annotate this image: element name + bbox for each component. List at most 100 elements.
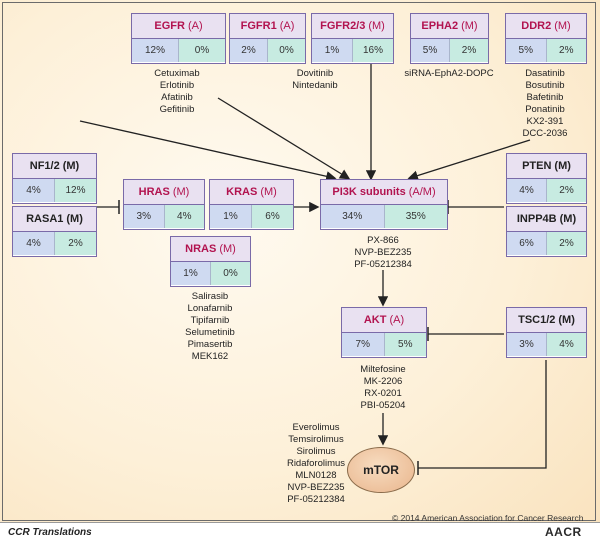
gene-type: (A)	[389, 314, 405, 326]
gene-value: 2%	[230, 39, 268, 62]
egfr-arrow	[79, 120, 337, 182]
gene-type: (A/M)	[408, 186, 436, 198]
gene-value: 3%	[124, 205, 165, 228]
gene-value: 3%	[507, 333, 547, 356]
gene-name: EPHA2	[421, 20, 459, 32]
gene-value: 1%	[312, 39, 353, 62]
drug-list-ras: Salirasib Lonafarnib Tipifarnib Selumeti…	[169, 291, 251, 363]
gene-value: 2%	[547, 232, 586, 255]
drug-name: Sirolimus	[296, 446, 336, 457]
gene-type: (M)	[219, 243, 236, 255]
gene-type: (M)	[368, 20, 385, 32]
gene-type: (M)	[172, 186, 190, 198]
drug-name: KX2-391	[526, 116, 564, 127]
footer-bar	[0, 522, 600, 543]
gene-type: (M)	[66, 213, 83, 225]
gene-name: AKT	[363, 314, 387, 326]
drug-name: PX-866	[367, 235, 399, 246]
gene-box-epha2: EPHA2(M) 5%2%	[410, 13, 489, 64]
drug-name: Pimasertib	[187, 339, 233, 350]
drug-name: Selumetinib	[185, 327, 235, 338]
gene-type: (A)	[279, 20, 295, 32]
gene-value: 1%	[171, 262, 211, 285]
gene-box-tsc12: TSC1/2(M) 3%4%	[506, 307, 587, 358]
drug-name: MLN0128	[295, 470, 337, 481]
gene-value: 12%	[55, 179, 96, 202]
drug-name: Dasatinib	[525, 68, 565, 79]
gene-value: 6%	[252, 205, 293, 228]
drug-name: Everolimus	[292, 422, 340, 433]
gene-name: TSC1/2	[518, 314, 556, 326]
diagram-frame	[2, 2, 596, 521]
drug-name: Nintedanib	[292, 80, 338, 91]
gene-name: EGFR	[154, 20, 185, 32]
gene-value: 35%	[384, 205, 447, 228]
gene-name: FGFR1	[240, 20, 277, 32]
drug-name: Gefitinib	[159, 104, 195, 115]
gene-value: 2%	[450, 39, 488, 62]
gene-value: 0%	[268, 39, 305, 62]
gene-name: PI3K subunits	[332, 186, 406, 198]
gene-type: (M)	[62, 160, 80, 172]
gene-type: (M)	[461, 20, 478, 32]
fgfr1-arrow	[217, 97, 351, 180]
drug-name: Tipifarnib	[190, 315, 230, 326]
gene-value: 6%	[507, 232, 547, 255]
gene-value: 2%	[546, 39, 586, 62]
gene-value: 12%	[132, 39, 179, 62]
gene-name: PTEN	[522, 160, 552, 172]
gene-value: 1%	[210, 205, 252, 228]
drug-name: Bosutinib	[525, 80, 565, 91]
drug-name: Salirasib	[191, 291, 229, 302]
drug-name: DCC-2036	[522, 128, 568, 139]
drug-name: RX-0201	[364, 388, 402, 399]
gene-name: FGFR2/3	[320, 20, 366, 32]
gene-box-fgfr1: FGFR1(A) 2%0%	[229, 13, 306, 64]
gene-box-akt: AKT(A) 7%5%	[341, 307, 427, 358]
gene-value: 34%	[321, 205, 385, 228]
drug-list-epha2: siRNA-EphA2-DOPC	[395, 68, 503, 80]
gene-name: INPP4B	[516, 213, 557, 225]
gene-box-hras: HRAS(M) 3%4%	[123, 179, 205, 230]
drug-name: Miltefosine	[360, 364, 406, 375]
gene-value: 5%	[384, 333, 426, 356]
gene-type: (M)	[554, 20, 571, 32]
drug-name: Ponatinib	[525, 104, 565, 115]
gene-type: (M)	[558, 314, 575, 326]
gene-box-kras: KRAS(M) 1%6%	[209, 179, 294, 230]
gene-name: DDR2	[521, 20, 552, 32]
gene-name: KRAS	[226, 186, 258, 198]
drug-list-akt: Miltefosine MK-2206 RX-0201 PBI-05204	[343, 364, 423, 412]
gene-type: (M)	[260, 186, 277, 198]
drug-list-fgfr: Dovitinib Nintedanib	[275, 68, 355, 92]
gene-name: HRAS	[138, 186, 170, 198]
drug-name: NVP-BEZ235	[354, 247, 412, 258]
gene-value: 0%	[179, 39, 225, 62]
drug-name: MEK162	[191, 351, 229, 362]
drug-list-mtor: Everolimus Temsirolimus Sirolimus Ridafo…	[276, 422, 356, 506]
gene-box-pten: PTEN(M) 4%2%	[506, 153, 587, 204]
gene-value: 4%	[13, 232, 55, 255]
gene-value: 2%	[55, 232, 96, 255]
gene-value: 2%	[547, 179, 586, 202]
gene-box-nf12: NF1/2(M) 4%12%	[12, 153, 97, 204]
gene-value: 5%	[411, 39, 450, 62]
gene-value: 0%	[211, 262, 250, 285]
drug-name: Lonafarnib	[187, 303, 233, 314]
gene-value: 7%	[342, 333, 385, 356]
aacr-logo: AACR	[545, 525, 582, 539]
drug-list-egfr: Cetuximab Erlotinib Afatinib Gefitinib	[130, 68, 224, 116]
gene-name: NRAS	[185, 243, 217, 255]
tsc-mtor-line	[418, 360, 547, 469]
gene-box-ddr2: DDR2(M) 5%2%	[505, 13, 587, 64]
gene-type: (M)	[559, 213, 577, 225]
drug-name: Afatinib	[161, 92, 193, 103]
drug-name: MK-2206	[363, 376, 403, 387]
drug-list-ddr2: Dasatinib Bosutinib Bafetinib Ponatinib …	[505, 68, 585, 140]
drug-name: Ridaforolimus	[286, 458, 346, 469]
gene-value: 5%	[506, 39, 547, 62]
gene-name: RASA1	[26, 213, 64, 225]
drug-name: PBI-05204	[360, 400, 406, 411]
drug-name: NVP-BEZ235	[287, 482, 345, 493]
